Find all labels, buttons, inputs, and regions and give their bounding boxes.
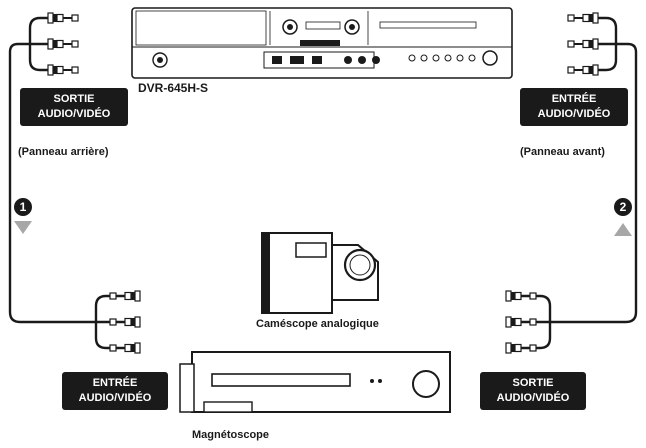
step-one-badge: 1 [14,198,32,216]
plug-group-rear [47,12,79,76]
recorder-device [131,7,513,79]
cable-camcorder-to-front [506,16,638,350]
label-line2: AUDIO/VIDÉO [78,392,152,404]
camcorder-device [261,232,379,314]
label-line1: SORTIE [53,93,95,105]
label-camcorder-out: SORTIE AUDIO/VIDÉO [480,372,586,410]
cable-rear-to-vcr [8,16,140,350]
panel-rear-caption: (Panneau arrière) [18,146,109,158]
camcorder-caption: Caméscope analogique [256,318,379,330]
label-line1: SORTIE [512,377,554,389]
label-vcr-in: ENTRÉE AUDIO/VIDÉO [62,372,168,410]
vcr-device [179,351,451,413]
panel-front-caption: (Panneau avant) [520,146,605,158]
label-line2: AUDIO/VIDÉO [37,108,111,120]
arrow-down [14,221,32,234]
arrow-up [614,223,632,236]
label-recorder-front-in: ENTRÉE AUDIO/VIDÉO [520,88,628,126]
label-line1: ENTRÉE [92,377,138,389]
vcr-caption: Magnétoscope [192,429,270,441]
plug-group-front [567,12,599,76]
recorder-model-caption: DVR-645H-S [138,81,209,95]
plug-group-vcr [109,290,141,354]
label-line1: ENTRÉE [551,93,597,105]
label-line2: AUDIO/VIDÉO [496,392,570,404]
label-recorder-rear-out: SORTIE AUDIO/VIDÉO [20,88,128,126]
plug-group-camcorder [505,290,537,354]
label-line2: AUDIO/VIDÉO [537,108,611,120]
step-two-badge: 2 [614,198,632,216]
